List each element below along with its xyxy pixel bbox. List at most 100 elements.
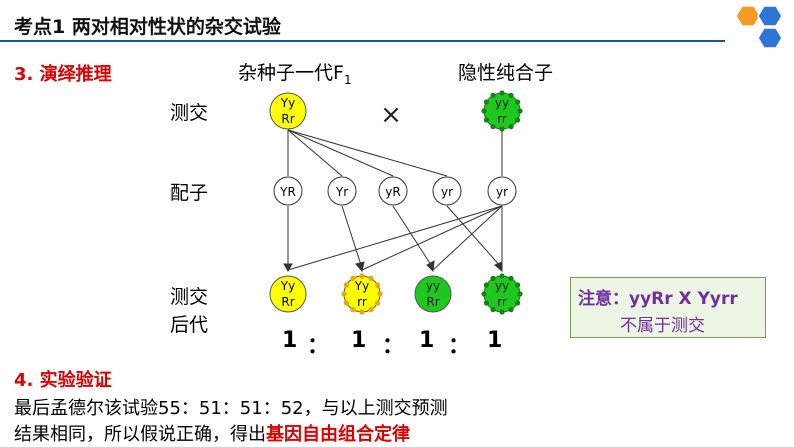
wrinkle-dot [359, 273, 365, 279]
wrinkle-dot [499, 90, 505, 96]
gamete-label: YR [279, 185, 296, 199]
wrinkle-dot [483, 282, 489, 288]
connector-lines [287, 129, 503, 271]
gamete-circle: YR [273, 176, 303, 206]
connector-line [361, 205, 503, 271]
ratio-value: 1 [351, 328, 367, 353]
wrinkle-dot [515, 300, 521, 306]
f1-parent-label: 杂种子一代F1 [238, 58, 352, 87]
wrinkle-dot [483, 117, 489, 123]
gamete-label: yr [496, 185, 508, 199]
ratio-value: 1 [419, 328, 435, 353]
note-box [570, 277, 766, 338]
wrinkle-dot [368, 307, 374, 313]
arrowheads [283, 260, 503, 273]
wrinkle-dot [483, 99, 489, 105]
section-heading-deduction: 3. 演绎推理 [14, 64, 112, 85]
wrinkle-dot [377, 291, 383, 297]
wrinkle-dot [368, 275, 374, 281]
gamete-circle: yr [487, 176, 517, 206]
wrinkle-dot [515, 99, 521, 105]
wrinkle-dots [481, 273, 523, 315]
wrinkle-dot [515, 282, 521, 288]
conclusion-line2: 结果相同，所以假说正确，得出基因自由组合定律 [14, 420, 410, 446]
cross-symbol: × [380, 100, 402, 130]
recessive-parent-circle: yy rr [481, 90, 523, 132]
wrinkle-dot [350, 275, 356, 281]
row-label-offspring-line1: 测交 [170, 286, 209, 308]
f1-parent-circle: Yy Rr [269, 92, 307, 130]
arrowhead [283, 263, 293, 273]
offspring-green-wrinkled: yy rr [481, 273, 523, 315]
gamete-circle: Yr [327, 176, 357, 206]
offspring-genotype-bottom: rr [357, 295, 367, 309]
gamete-row: YR Yr yR yr yr [273, 176, 517, 206]
wrinkle-dot [508, 275, 514, 281]
wrinkle-dot [508, 124, 514, 130]
conclusion-prefix: 结果相同，所以假说正确，得出 [14, 424, 266, 445]
row-label-offspring-line2: 后代 [170, 314, 209, 336]
wrinkle-dot [499, 273, 505, 279]
offspring-genotype-bottom: rr [497, 295, 507, 309]
wrinkle-dot [508, 92, 514, 98]
offspring-genotype-top: Yy [280, 279, 295, 293]
offspring-genotype-top: yy [495, 279, 509, 293]
arrowhead [355, 261, 365, 273]
note-line1: 注意：yyRr X Yyrr [578, 289, 738, 309]
wrinkle-dot [483, 300, 489, 306]
arrowhead [426, 260, 435, 273]
offspring-genotype-bottom: Rr [281, 295, 294, 309]
section-heading-verification: 4. 实验验证 [14, 370, 112, 391]
conclusion-line1: 最后孟德尔该试验55：51：51：52，与以上测交预测 [14, 398, 448, 419]
hexagon-blue-icon [757, 27, 783, 49]
wrinkle-dot [490, 92, 496, 98]
wrinkle-dot [343, 300, 349, 306]
wrinkle-dots [341, 273, 383, 315]
gamete-label: yr [441, 185, 453, 199]
wrinkle-dot [490, 307, 496, 313]
row-label-testcross: 测交 [170, 102, 209, 124]
arrowhead [494, 261, 503, 273]
recessive-genotype-bottom: rr [497, 112, 507, 126]
f1-genotype-top: Yy [280, 96, 295, 110]
connector-line [446, 205, 503, 269]
wrinkle-dot [375, 300, 381, 306]
wrinkle-dot [481, 108, 487, 114]
ratio-separator: ： [382, 334, 405, 359]
recessive-parent-label: 隐性纯合子 [458, 62, 554, 84]
ratio-value: 1 [487, 328, 503, 353]
f1-label-subscript: 1 [343, 72, 352, 87]
gamete-circle: yR [378, 176, 408, 206]
wrinkle-dot [350, 307, 356, 313]
conclusion-highlight: 基因自由组合定律 [266, 424, 410, 445]
wrinkle-dot [499, 126, 505, 132]
page-title: 考点1 两对相对性状的杂交试验 [14, 16, 281, 38]
offspring-genotype-top: Yy [354, 279, 369, 293]
connector-line [341, 205, 363, 269]
connector-line [287, 129, 448, 177]
wrinkle-dot [517, 291, 523, 297]
ratio-separator: ： [307, 334, 330, 359]
ratio-separator: ： [448, 334, 471, 359]
gamete-label: Yr [335, 185, 348, 199]
wrinkle-dot [517, 108, 523, 114]
wrinkle-dot [508, 307, 514, 313]
wrinkle-dot [375, 282, 381, 288]
hexagon-orange-icon [735, 5, 761, 27]
wrinkle-dot [341, 291, 347, 297]
gamete-label: yR [385, 185, 400, 199]
f1-label-text: 杂种子一代F [238, 62, 344, 84]
wrinkle-dot [359, 309, 365, 315]
connector-line [287, 205, 503, 271]
header-divider [0, 40, 725, 42]
offspring-green-round: yy Rr [414, 275, 452, 313]
offspring-genotype-top: yy [426, 279, 440, 293]
connector-line [392, 205, 434, 269]
offspring-genotype-bottom: Rr [426, 295, 439, 309]
wrinkle-dot [490, 124, 496, 130]
wrinkle-dot [481, 291, 487, 297]
hexagon-blue-icon [757, 5, 783, 27]
connector-line [287, 129, 394, 177]
offspring-yellow-wrinkled: Yy rr [341, 273, 383, 315]
